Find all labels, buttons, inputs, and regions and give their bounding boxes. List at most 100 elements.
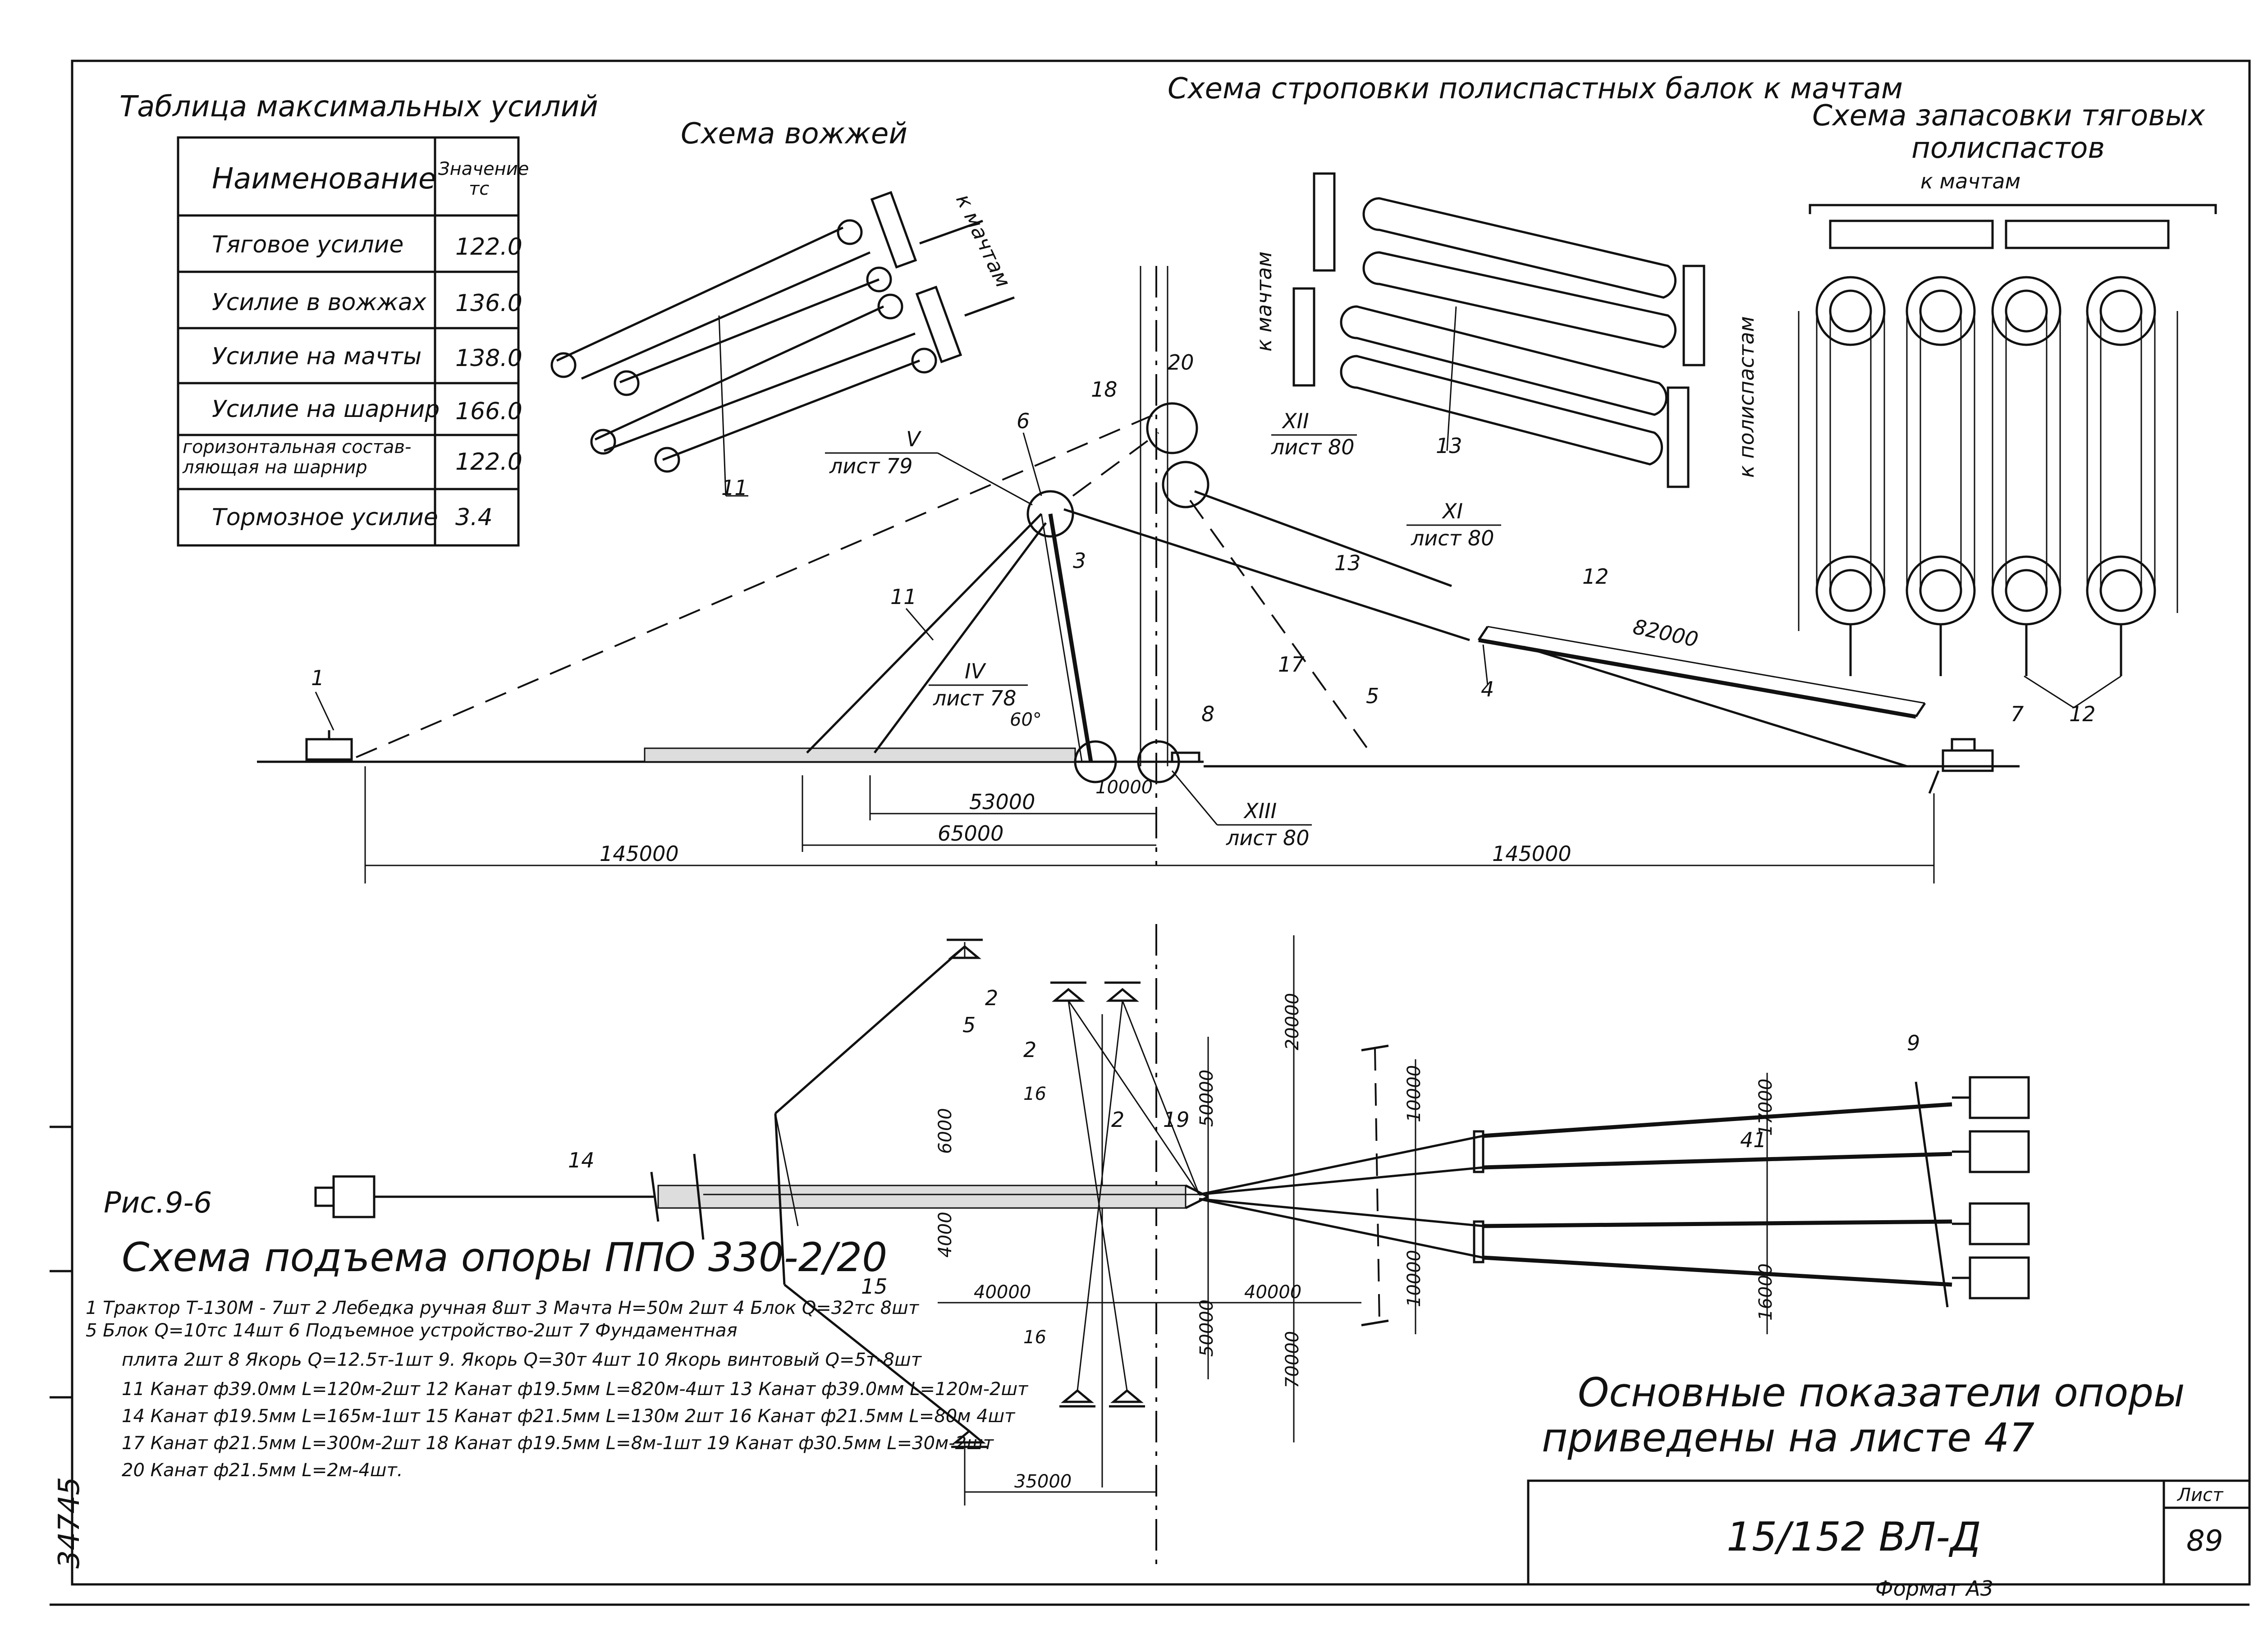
plan-mark-2: 2 — [985, 986, 998, 1010]
ref-iv: IV — [965, 659, 987, 683]
tractor-icon — [1969, 1202, 2030, 1245]
legend-line: 20 Канат ф21.5мм L=2м-4шт. — [122, 1460, 403, 1481]
ref-xii: XII — [1282, 409, 1309, 433]
force-row-value: 138.0 — [455, 345, 522, 372]
dim-10000a: 10000 — [1404, 1065, 1425, 1122]
legend-line: 14 Канат ф19.5мм L=165м-1шт 15 Канат ф21… — [122, 1406, 1016, 1427]
stamp-sheet-no: 89 — [2186, 1524, 2223, 1558]
elev-mark-5: 5 — [1366, 684, 1379, 708]
plan-mark-2c: 2 — [1111, 1107, 1124, 1132]
ref-xi: XI — [1442, 499, 1463, 523]
dim-53000: 53000 — [969, 790, 1035, 814]
force-row-name-2: ляющая на шарнир — [182, 457, 367, 478]
elev-mark-13: 13 — [1334, 551, 1361, 575]
plan-mark-2b: 2 — [1023, 1038, 1036, 1062]
plan-mark-9: 9 — [1907, 1031, 1920, 1055]
reins-mark-11: 11 — [721, 476, 748, 500]
plan-mark-15: 15 — [861, 1274, 888, 1299]
reeving-title-3: к мачтам — [1920, 169, 2020, 193]
force-table: Таблица максимальных усилий Наименование… — [119, 90, 598, 547]
plan-title: Схема подъема опоры ППО 330-2/20 — [122, 1234, 887, 1281]
dim-17000: 17000 — [1755, 1079, 1776, 1136]
dim-145000-left: 145000 — [600, 842, 679, 866]
force-row-value: 136.0 — [455, 290, 522, 317]
elev-mark-7: 7 — [2011, 702, 2024, 726]
stamp-sheet-label: Лист — [2176, 1485, 2224, 1506]
dim-50000b: 50000 — [1196, 1300, 1217, 1357]
ref-v: V — [906, 427, 922, 451]
legend-line: плита 2шт 8 Якорь Q=12.5т-1шт 9. Якорь Q… — [122, 1350, 922, 1370]
dim-70000: 70000 — [1282, 1331, 1303, 1388]
reeving-mark-12: 12 — [2069, 702, 2096, 726]
slinging-scheme: Схема строповки полиспастных балок к мач… — [1168, 72, 1903, 488]
slinging-to-masts: к мачтам — [1252, 252, 1276, 352]
reins-scheme: Схема вожжей 11 к мачтам — [550, 117, 1016, 500]
force-row-value: 122.0 — [455, 233, 522, 261]
plan-mark-5: 5 — [962, 1013, 976, 1037]
dim-10000: 10000 — [1095, 777, 1153, 798]
force-row-name: Усилие на мачты — [212, 343, 421, 370]
title-stamp: 15/152 ВЛ-Д Лист 89 — [1527, 1479, 2251, 1586]
force-row-value: 3.4 — [455, 504, 493, 531]
reins-title: Схема вожжей — [681, 117, 907, 151]
force-row-name-1: горизонтальная состав- — [183, 437, 411, 458]
slinging-title: Схема строповки полиспастных балок к мач… — [1168, 72, 1903, 105]
tractor-icon — [1969, 1256, 2030, 1300]
dim-145000-right: 145000 — [1492, 842, 1571, 866]
dim-35000: 35000 — [1014, 1471, 1072, 1492]
plan-mark-14: 14 — [568, 1148, 595, 1172]
elev-mark-8: 8 — [1201, 702, 1214, 726]
dim-16000: 16000 — [1755, 1263, 1776, 1321]
elevation-view: 1 8 6 — [257, 266, 2024, 883]
reins-to-masts: к мачтам — [951, 190, 1016, 291]
tractor-icon — [1969, 1130, 2030, 1173]
force-row-name: Усилие в вожжах — [212, 289, 427, 316]
elev-mark-1: 1 — [311, 666, 324, 690]
force-row-value: 122.0 — [455, 448, 522, 476]
force-row-name: Тяговое усилие — [212, 231, 403, 258]
format-label: Формат А3 — [1875, 1576, 1993, 1601]
reeving-title-1: Схема запасовки тяговых — [1812, 99, 2206, 133]
fig-number: Рис.9-6 — [104, 1186, 212, 1220]
plan-view: 14 5 2 15 2 16 16 — [314, 924, 2030, 1569]
elev-mark-3: 3 — [1073, 549, 1086, 573]
ref-v-sheet: лист 79 — [829, 454, 913, 478]
note-line-1: Основные показатели опоры — [1578, 1369, 2185, 1416]
force-row-name: Тормозное усилие — [212, 504, 438, 531]
plan-mark-16: 16 — [1023, 1084, 1046, 1104]
slinging-to-pulley: к полиспастам — [1734, 316, 1759, 478]
reeving-scheme: Схема запасовки тяговых полиспастов к ма… — [1798, 99, 2217, 726]
plan-mark-41: 41 — [1740, 1128, 1767, 1152]
tractor-icon — [1942, 749, 1994, 772]
ref-xiii: XIII — [1243, 799, 1277, 823]
dim-50000: 50000 — [1196, 1070, 1217, 1127]
elev-mark-17: 17 — [1278, 652, 1305, 677]
force-table-header-name: Наименование — [212, 162, 436, 196]
tractor-icon — [1969, 1076, 2030, 1119]
elev-mark-18: 18 — [1091, 377, 1118, 402]
legend-line: 5 Блок Q=10тс 14шт 6 Подъемное устройств… — [86, 1320, 738, 1341]
legend-line: 17 Канат ф21.5мм L=300м-2шт 18 Канат ф19… — [122, 1433, 994, 1454]
ref-xii-sheet: лист 80 — [1271, 435, 1355, 459]
dim-65000: 65000 — [938, 821, 1003, 846]
dim-40000-left: 40000 — [974, 1282, 1031, 1303]
elev-mark-20: 20 — [1168, 350, 1194, 375]
force-table-header-value-1: Значение — [438, 159, 529, 179]
force-row-value: 166.0 — [455, 398, 522, 425]
plan-mark-19: 19 — [1163, 1107, 1190, 1132]
stamp-code: 15/152 ВЛ-Д — [1727, 1514, 1981, 1560]
ref-iv-sheet: лист 78 — [933, 686, 1017, 710]
ref-xiii-sheet: лист 80 — [1226, 826, 1310, 850]
force-row-name: Усилие на шарнир — [212, 396, 440, 423]
dim-10000b: 10000 — [1404, 1250, 1425, 1307]
dim-6000: 6000 — [935, 1108, 956, 1154]
elev-mark-12: 12 — [1582, 564, 1609, 589]
winch-icon — [332, 1175, 376, 1218]
elev-mark-6: 6 — [1017, 409, 1030, 433]
ref-xi-sheet: лист 80 — [1411, 526, 1494, 550]
dim-20000: 20000 — [1282, 993, 1303, 1050]
slinging-mark-13: 13 — [1436, 434, 1462, 458]
note-line-2: приведены на листе 47 — [1542, 1414, 2034, 1461]
legend-line: 11 Канат ф39.0мм L=120м-2шт 12 Канат ф19… — [122, 1379, 1029, 1400]
elev-angle: 60° — [1010, 709, 1042, 730]
